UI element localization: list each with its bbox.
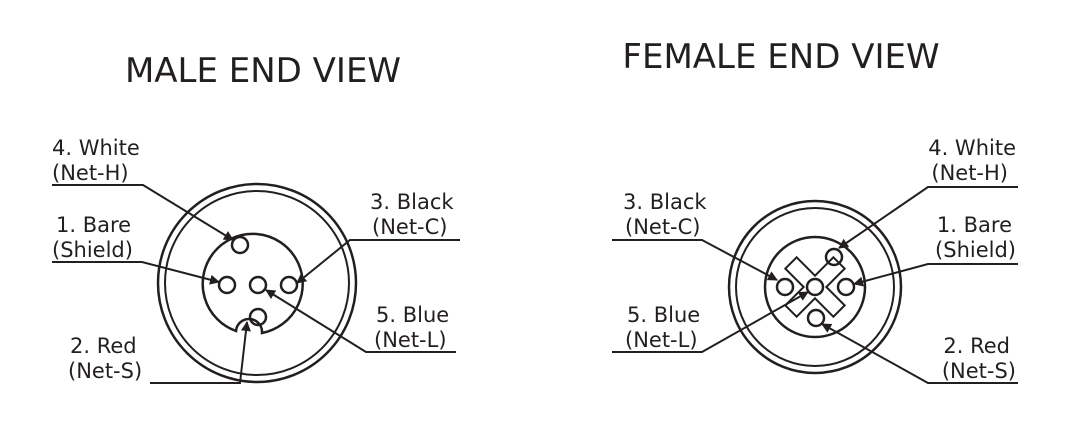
male-label-bare-signal: (Shield) — [52, 238, 133, 262]
male-leader-bare — [52, 261, 220, 285]
male-labels: 4. White (Net-H) 1. Bare (Shield) 2. Red… — [52, 136, 454, 383]
female-outer-ring — [727, 199, 903, 375]
male-label-blue-signal: (Net-L) — [374, 328, 447, 352]
female-label-black-number: 3. Black — [623, 190, 707, 214]
male-pin-1 — [217, 275, 237, 295]
male-inner-ring — [164, 190, 350, 376]
female-pin-1 — [836, 277, 856, 297]
female-label-red-number: 2. Red — [943, 334, 1010, 358]
male-leader-white — [52, 184, 234, 241]
female-label-white-number: 4. White — [928, 136, 1016, 160]
female-leader-blue — [612, 291, 809, 353]
female-socket-cross — [783, 255, 847, 319]
female-label-bare-number: 1. Bare — [937, 213, 1012, 237]
female-inner-ring — [735, 207, 895, 367]
female-connector — [727, 199, 903, 375]
male-label-red-signal: (Net-S) — [68, 359, 142, 383]
female-leader-bare — [853, 263, 1018, 287]
female-pin-5 — [805, 277, 825, 297]
female-leader-white — [838, 186, 1018, 249]
male-connector — [156, 182, 358, 384]
male-label-black-number: 3. Black — [370, 190, 454, 214]
female-label-blue-signal: (Net-L) — [625, 328, 698, 352]
male-leader-black — [296, 239, 460, 284]
male-insert-keyway — [201, 232, 304, 335]
male-outer-ring — [156, 182, 358, 384]
female-label-bare-signal: (Shield) — [935, 238, 1016, 262]
male-label-white-number: 4. White — [52, 136, 140, 160]
female-pin-2 — [806, 308, 826, 328]
male-label-bare-number: 1. Bare — [56, 213, 131, 237]
male-pin-2 — [248, 307, 268, 327]
female-labels: 4. White (Net-H) 1. Bare (Shield) 3. Bla… — [623, 136, 1016, 383]
male-pin-5 — [248, 275, 268, 295]
male-label-red-number: 2. Red — [70, 334, 137, 358]
female-pin-3 — [775, 277, 795, 297]
female-leader-red — [821, 323, 1018, 384]
male-title: MALE END VIEW — [125, 51, 401, 91]
male-end-view: MALE END VIEW 4. White (Net-H) 1. Bare ( — [52, 51, 460, 384]
female-label-blue-number: 5. Blue — [627, 303, 700, 327]
female-label-black-signal: (Net-C) — [625, 215, 701, 239]
female-pin-4 — [824, 247, 844, 267]
female-label-red-signal: (Net-S) — [942, 359, 1016, 383]
male-leader-red — [150, 321, 251, 384]
male-label-white-signal: (Net-H) — [52, 161, 129, 185]
female-insert — [763, 235, 867, 339]
male-pin-4 — [230, 235, 250, 255]
female-label-white-signal: (Net-H) — [931, 161, 1008, 185]
male-pin-3 — [279, 275, 299, 295]
female-leaders — [612, 186, 1018, 384]
male-leaders — [52, 184, 460, 384]
male-leader-blue — [265, 289, 456, 353]
female-title: FEMALE END VIEW — [622, 37, 939, 77]
male-label-blue-number: 5. Blue — [376, 303, 449, 327]
female-leader-black — [612, 239, 778, 281]
female-end-view: FEMALE END VIEW 4. White (Net — [612, 37, 1018, 384]
male-label-black-signal: (Net-C) — [372, 215, 448, 239]
